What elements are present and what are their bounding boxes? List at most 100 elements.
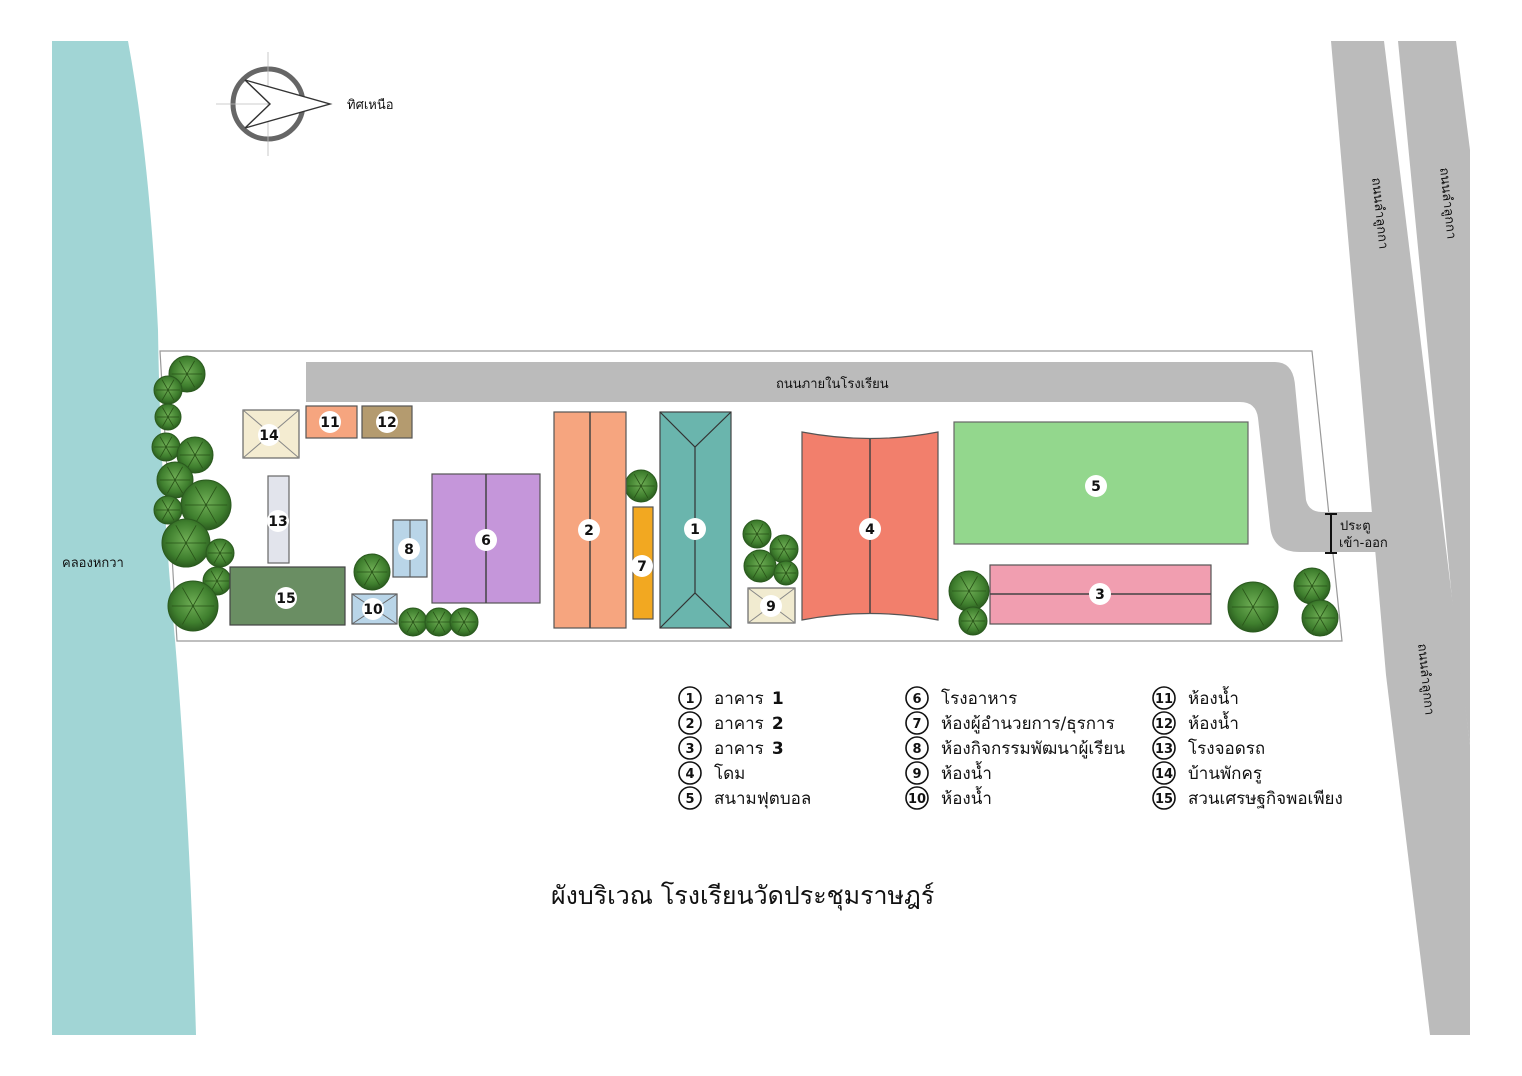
- main-road-lane-right: [1398, 41, 1470, 745]
- gate: [1325, 513, 1337, 554]
- tree-icon: [176, 436, 214, 474]
- building-number-badge: 8: [398, 538, 420, 560]
- building-number-badge: 4: [859, 518, 881, 540]
- legend-item: 15 สวนเศรษฐกิจพอเพียง: [1152, 786, 1343, 810]
- building-number: 12: [377, 415, 396, 431]
- legend-number: 6: [912, 692, 921, 707]
- main-road-label: ถนนลำลูกกา: [1414, 643, 1436, 716]
- tree-icon: [958, 606, 988, 636]
- legend-number: 1: [685, 692, 694, 707]
- legend-item: 7 ห้องผู้อำนวยการ/ธุรการ: [905, 711, 1115, 735]
- legend-item: 14 บ้านพักครู: [1152, 761, 1262, 785]
- tree-icon: [161, 518, 211, 568]
- legend-number: 15: [1155, 792, 1173, 807]
- tree-icon: [353, 553, 391, 591]
- main-road-label: ถนนลำลูกกา: [1436, 167, 1458, 240]
- legend-number: 7: [912, 717, 921, 732]
- gate-label-sub: เข้า-ออก: [1339, 536, 1388, 551]
- building-number-badge: 15: [275, 587, 297, 609]
- tree-icon: [624, 469, 658, 503]
- building-number-badge: 7: [631, 555, 653, 577]
- trees: [151, 355, 1339, 637]
- building-number-badge: 5: [1085, 475, 1107, 497]
- legend-item: 12 ห้องน้ำ: [1152, 711, 1239, 735]
- gate-label: ประตู: [1340, 519, 1371, 534]
- tree-icon: [424, 607, 454, 637]
- legend-label: ห้องน้ำ: [941, 786, 992, 809]
- legend-label: ห้องน้ำ: [941, 761, 992, 784]
- main-road-label: ถนนลำลูกกา: [1368, 177, 1390, 250]
- building-number: 10: [363, 602, 383, 618]
- legend-number: 4: [685, 767, 694, 782]
- building-number: 7: [637, 559, 647, 575]
- legend-number: 3: [685, 742, 694, 757]
- building-number: 5: [1091, 479, 1101, 495]
- north-arrow: [216, 52, 333, 156]
- building-number-badge: 13: [267, 510, 289, 532]
- building-number-badge: 2: [578, 519, 600, 541]
- tree-icon: [449, 607, 479, 637]
- legend-number: 14: [1155, 767, 1173, 782]
- legend-label: สวนเศรษฐกิจพอเพียง: [1188, 789, 1343, 809]
- legend-item: 8 ห้องกิจกรรมพัฒนาผู้เรียน: [905, 736, 1125, 760]
- building-number: 1: [690, 522, 700, 538]
- inner-road: [306, 362, 1384, 552]
- legend-item: 9 ห้องน้ำ: [905, 761, 992, 785]
- tree-icon: [167, 580, 219, 632]
- tree-icon: [1227, 581, 1279, 633]
- legend-number: 13: [1155, 742, 1173, 757]
- legend-label: ห้องน้ำ: [1188, 711, 1239, 734]
- building-number: 14: [259, 428, 279, 444]
- building-number: 2: [584, 523, 594, 539]
- legend-item: 6 โรงอาหาร: [905, 686, 1017, 710]
- building-number: 13: [268, 514, 287, 530]
- building-number-badge: 12: [376, 411, 398, 433]
- tree-icon: [398, 607, 428, 637]
- north-label: ทิศเหนือ: [347, 97, 394, 113]
- tree-icon: [948, 570, 990, 612]
- legend-number: 8: [912, 742, 921, 757]
- legend-number: 5: [685, 792, 694, 807]
- tree-icon: [743, 549, 777, 583]
- building-number: 9: [766, 599, 776, 615]
- building-number: 4: [865, 522, 875, 538]
- building-number: 6: [481, 533, 491, 549]
- building-number: 8: [404, 542, 414, 558]
- building-number-badge: 9: [760, 595, 782, 617]
- tree-icon: [742, 519, 772, 549]
- tree-icon: [773, 560, 799, 586]
- building-number: 11: [320, 415, 339, 431]
- page-title: ผังบริเวณ โรงเรียนวัดประชุมราษฎร์: [551, 881, 934, 911]
- legend-number: 2: [685, 717, 694, 732]
- tree-icon: [153, 375, 183, 405]
- main-road-lane-left: [1331, 41, 1470, 1035]
- canal: [52, 41, 196, 1035]
- tree-icon: [156, 461, 194, 499]
- legend-label: โรงอาหาร: [941, 688, 1017, 709]
- tree-icon: [769, 534, 799, 564]
- legend-number: 12: [1155, 717, 1173, 732]
- legend-label: บ้านพักครู: [1188, 764, 1262, 784]
- building-number-badge: 11: [319, 411, 341, 433]
- building-number-badge: 10: [362, 598, 384, 620]
- tree-icon: [154, 403, 182, 431]
- legend-label: ห้องผู้อำนวยการ/ธุรการ: [941, 714, 1115, 734]
- canal-label: คลองหกวา: [62, 556, 124, 571]
- inner-road-label: ถนนภายในโรงเรียน: [776, 376, 889, 392]
- building-number-badge: 1: [684, 518, 706, 540]
- tree-icon: [205, 538, 235, 568]
- legend-label: ห้องกิจกรรมพัฒนาผู้เรียน: [941, 739, 1125, 759]
- legend-number: 9: [912, 767, 921, 782]
- legend-number: 11: [1155, 692, 1173, 707]
- building-number: 15: [276, 591, 295, 607]
